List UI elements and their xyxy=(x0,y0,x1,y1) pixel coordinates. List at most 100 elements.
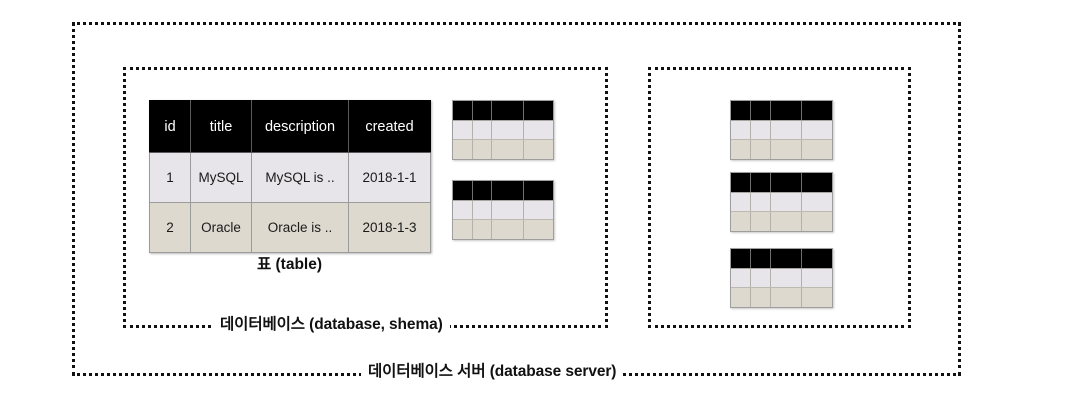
mini-table-row xyxy=(731,211,832,232)
mini-cell xyxy=(492,220,524,240)
mini-cell xyxy=(524,201,553,220)
mini-cell xyxy=(751,192,771,212)
mini-cell xyxy=(802,212,832,231)
mini-cell xyxy=(473,200,493,220)
mini-cell xyxy=(751,101,771,120)
mini-cell xyxy=(731,173,751,192)
mini-cell xyxy=(731,268,751,288)
mini-cell xyxy=(802,173,832,192)
featured-table-caption: 표 (table) xyxy=(256,256,323,273)
cell-title: MySQL xyxy=(190,152,252,203)
mini-cell xyxy=(751,249,771,268)
mini-cell xyxy=(802,249,832,268)
mini-cell xyxy=(802,121,832,140)
mini-cell xyxy=(771,173,803,192)
mini-cell xyxy=(731,140,751,160)
mini-cell xyxy=(524,220,553,239)
mini-cell xyxy=(492,101,524,120)
column-header-id: id xyxy=(149,100,191,153)
mini-table-row xyxy=(453,199,553,220)
mini-cell xyxy=(524,181,553,200)
mini-cell xyxy=(751,212,771,232)
cell-description: MySQL is .. xyxy=(251,152,349,203)
mini-table-row xyxy=(453,139,553,160)
mini-cell xyxy=(731,101,751,120)
mini-table-header-row xyxy=(731,249,832,268)
mini-cell xyxy=(524,101,553,120)
mini-cell xyxy=(731,249,751,268)
table-header-row: id title description created xyxy=(149,100,431,153)
mini-cell xyxy=(492,200,524,220)
column-header-title: title xyxy=(190,100,252,153)
database-container-2 xyxy=(648,67,911,328)
mini-cell xyxy=(524,140,553,159)
mini-table xyxy=(730,100,833,160)
mini-cell xyxy=(751,173,771,192)
mini-cell xyxy=(802,288,832,307)
mini-cell xyxy=(492,120,524,140)
table-row: 2 Oracle Oracle is .. 2018-1-3 xyxy=(149,202,431,253)
mini-table xyxy=(730,248,833,308)
cell-id: 1 xyxy=(149,152,191,203)
mini-cell xyxy=(453,220,473,240)
mini-cell xyxy=(524,121,553,140)
mini-cell xyxy=(802,140,832,159)
mini-cell xyxy=(771,288,803,308)
mini-table-header-row xyxy=(453,181,553,200)
mini-cell xyxy=(802,193,832,212)
mini-cell xyxy=(453,181,473,200)
mini-cell xyxy=(751,140,771,160)
mini-cell xyxy=(751,288,771,308)
mini-table xyxy=(452,180,554,240)
cell-created: 2018-1-1 xyxy=(348,152,431,203)
mini-cell xyxy=(731,120,751,140)
mini-cell xyxy=(771,192,803,212)
database-container-label: 데이터베이스 (database, shema) xyxy=(213,315,450,335)
mini-table-row xyxy=(731,267,832,288)
mini-table-row xyxy=(731,139,832,160)
database-server-label: 데이터베이스 서버 (database server) xyxy=(361,362,624,382)
mini-table-header-row xyxy=(731,173,832,192)
mini-cell xyxy=(802,101,832,120)
mini-cell xyxy=(473,101,493,120)
mini-table-row xyxy=(731,191,832,212)
cell-created: 2018-1-3 xyxy=(348,202,431,253)
mini-cell xyxy=(771,101,803,120)
column-header-description: description xyxy=(251,100,349,153)
mini-cell xyxy=(492,140,524,160)
mini-cell xyxy=(492,181,524,200)
mini-cell xyxy=(453,120,473,140)
mini-table-row xyxy=(731,119,832,140)
mini-table-header-row xyxy=(453,101,553,120)
table-row: 1 MySQL MySQL is .. 2018-1-1 xyxy=(149,152,431,203)
mini-cell xyxy=(751,120,771,140)
column-header-created: created xyxy=(348,100,431,153)
mini-cell xyxy=(731,212,751,232)
mini-table xyxy=(730,172,833,232)
mini-cell xyxy=(473,140,493,160)
mini-cell xyxy=(453,200,473,220)
mini-cell xyxy=(453,140,473,160)
mini-cell xyxy=(731,288,751,308)
mini-table xyxy=(452,100,554,160)
mini-table-header-row xyxy=(731,101,832,120)
mini-cell xyxy=(771,249,803,268)
mini-cell xyxy=(473,120,493,140)
mini-cell xyxy=(802,269,832,288)
cell-description: Oracle is .. xyxy=(251,202,349,253)
mini-cell xyxy=(751,268,771,288)
mini-cell xyxy=(473,181,493,200)
mini-table-row xyxy=(453,219,553,240)
mini-cell xyxy=(771,140,803,160)
mini-table-row xyxy=(453,119,553,140)
mini-cell xyxy=(771,120,803,140)
featured-table: id title description created 1 MySQL MyS… xyxy=(149,100,431,253)
mini-cell xyxy=(453,101,473,120)
mini-table-row xyxy=(731,287,832,308)
mini-cell xyxy=(731,192,751,212)
mini-cell xyxy=(771,212,803,232)
mini-cell xyxy=(473,220,493,240)
cell-id: 2 xyxy=(149,202,191,253)
mini-cell xyxy=(771,268,803,288)
